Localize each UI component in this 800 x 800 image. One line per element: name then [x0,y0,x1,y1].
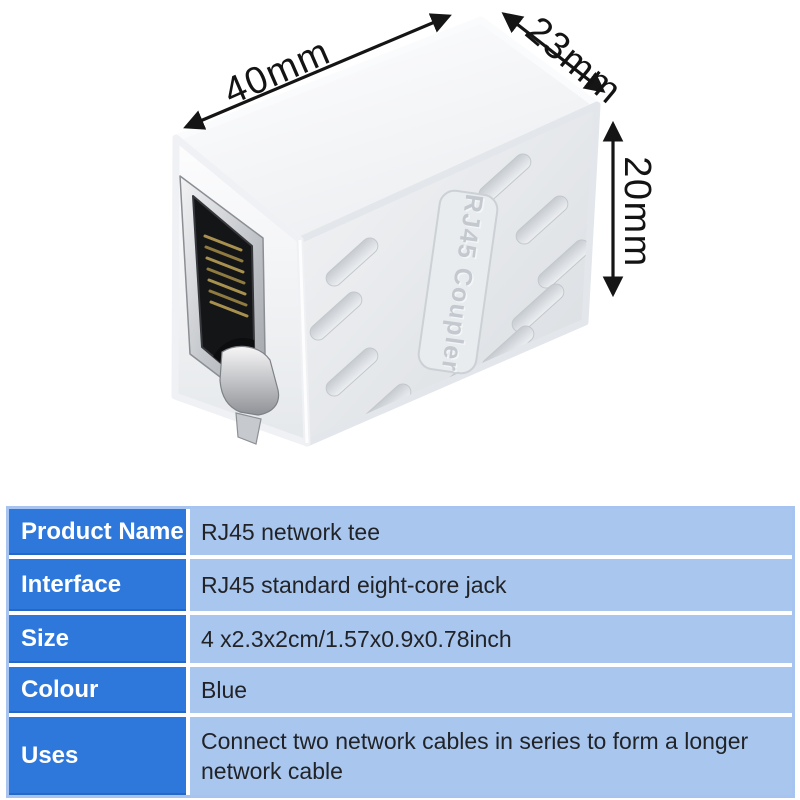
height-dimension-label: 20mm [616,156,658,268]
rj45-jack [179,175,280,445]
spec-label-interface: Interface [9,559,186,611]
jack-contacts [203,234,249,318]
spec-label-product-name: Product Name [9,509,186,555]
spec-label-size: Size [9,615,186,663]
width-dimension-arrow [183,13,452,130]
spec-table: Product Name RJ45 network tee Interface … [6,506,795,798]
front-side-ridge [298,239,309,444]
spec-label-colour: Colour [9,667,186,713]
spec-value-size: 4 x2.3x2cm/1.57x0.9x0.78inch [190,615,792,663]
depth-dimension-arrow [501,12,606,93]
spec-value-uses: Connect two network cables in series to … [190,717,792,795]
jack-latch-tab [235,412,262,445]
spec-label-uses: Uses [9,717,186,795]
dimension-annotations [183,12,624,298]
jack-latch [219,345,280,416]
emboss-plate [417,189,499,375]
spec-value-interface: RJ45 standard eight-core jack [190,559,792,611]
coupler-body: RJ45 Coupler RJ45 Coupler [171,16,601,447]
spec-value-product-name: RJ45 network tee [190,509,792,555]
product-figure: RJ45 Coupler RJ45 Coupler [171,9,658,447]
spec-value-colour: Blue [190,667,792,713]
